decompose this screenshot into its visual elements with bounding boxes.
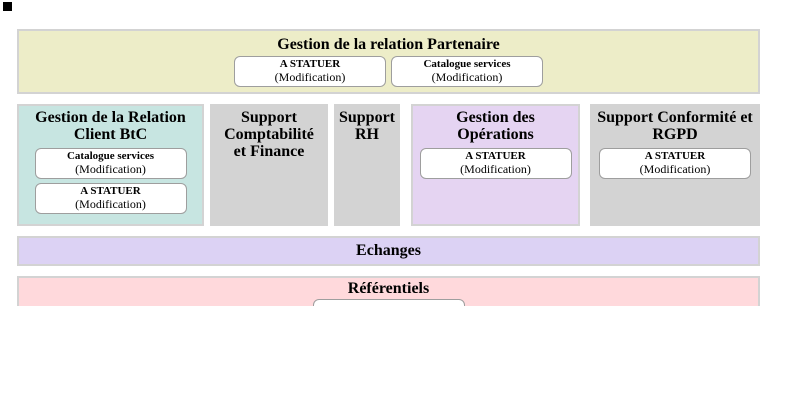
box-title: Support Comptabilité et Finance [212,109,326,160]
box-title-line: Comptabilité [224,126,314,143]
box-support-rh: Support RH [334,104,400,226]
rgpd-a-statuer-button[interactable]: A STATUER (Modification) [599,148,751,179]
box-title: Gestion des Opérations [413,109,578,143]
section-gestion-relation-partenaire: Gestion de la relation Partenaire A STAT… [17,29,760,94]
button-label: Catalogue services [423,58,511,70]
button-sublabel: (Modification) [75,197,146,211]
btc-a-statuer-button[interactable]: A STATUER (Modification) [34,183,187,214]
box-title-line: et Finance [233,143,305,160]
button-sublabel: (Modification) [460,162,531,176]
box-title-line: Support [338,109,396,126]
partenaire-catalogue-services-button[interactable]: Catalogue services (Modification) [391,56,543,87]
box-title: Support RH [336,109,398,143]
bar-echanges: Echanges [17,236,760,266]
echanges-title: Echanges [356,242,421,259]
banner-button-row: A STATUER (Modification) Catalogue servi… [19,56,758,87]
cursor-artifact [3,2,12,11]
box-title-line: Support Conformité et [597,109,753,126]
section-title-partenaire: Gestion de la relation Partenaire [277,36,500,53]
capability-row: Gestion de la Relation Client BtC Catalo… [17,104,760,226]
box-title: Gestion de la Relation Client BtC [19,109,202,143]
box-support-conformite-rgpd: Support Conformité et RGPD A STATUER (Mo… [590,104,760,226]
referentiels-title: Référentiels [347,280,430,297]
button-label: A STATUER [644,150,706,162]
operations-a-statuer-button[interactable]: A STATUER (Modification) [419,148,572,179]
box-title-line: RH [355,126,379,143]
button-sublabel: (Modification) [431,70,503,84]
box-gestion-des-operations: Gestion des Opérations A STATUER (Modifi… [411,104,580,226]
box-title-line: Client BtC [73,126,148,143]
referentiels-partial-button[interactable] [312,299,465,306]
box-title-line: Gestion des [456,109,535,126]
button-label: A STATUER [279,58,341,70]
box-title-line: Opérations [457,126,534,143]
box-gestion-relation-client-btc: Gestion de la Relation Client BtC Catalo… [17,104,204,226]
box-support-comptabilite-finance: Support Comptabilité et Finance [210,104,328,226]
box-title-line: Gestion de la Relation [35,109,186,126]
bar-referentiels: Référentiels [17,276,760,306]
box-title-line: Support [240,109,298,126]
box-title-line: RGPD [652,126,698,143]
button-sublabel: (Modification) [274,70,346,84]
button-sublabel: (Modification) [639,162,711,176]
box-title: Support Conformité et RGPD [592,109,758,143]
btc-catalogue-services-button[interactable]: Catalogue services (Modification) [34,148,187,179]
button-sublabel: (Modification) [75,162,146,176]
button-label: A STATUER [465,150,526,162]
button-label: A STATUER [80,185,141,197]
partenaire-a-statuer-button[interactable]: A STATUER (Modification) [234,56,386,87]
button-label: Catalogue services [66,150,155,162]
